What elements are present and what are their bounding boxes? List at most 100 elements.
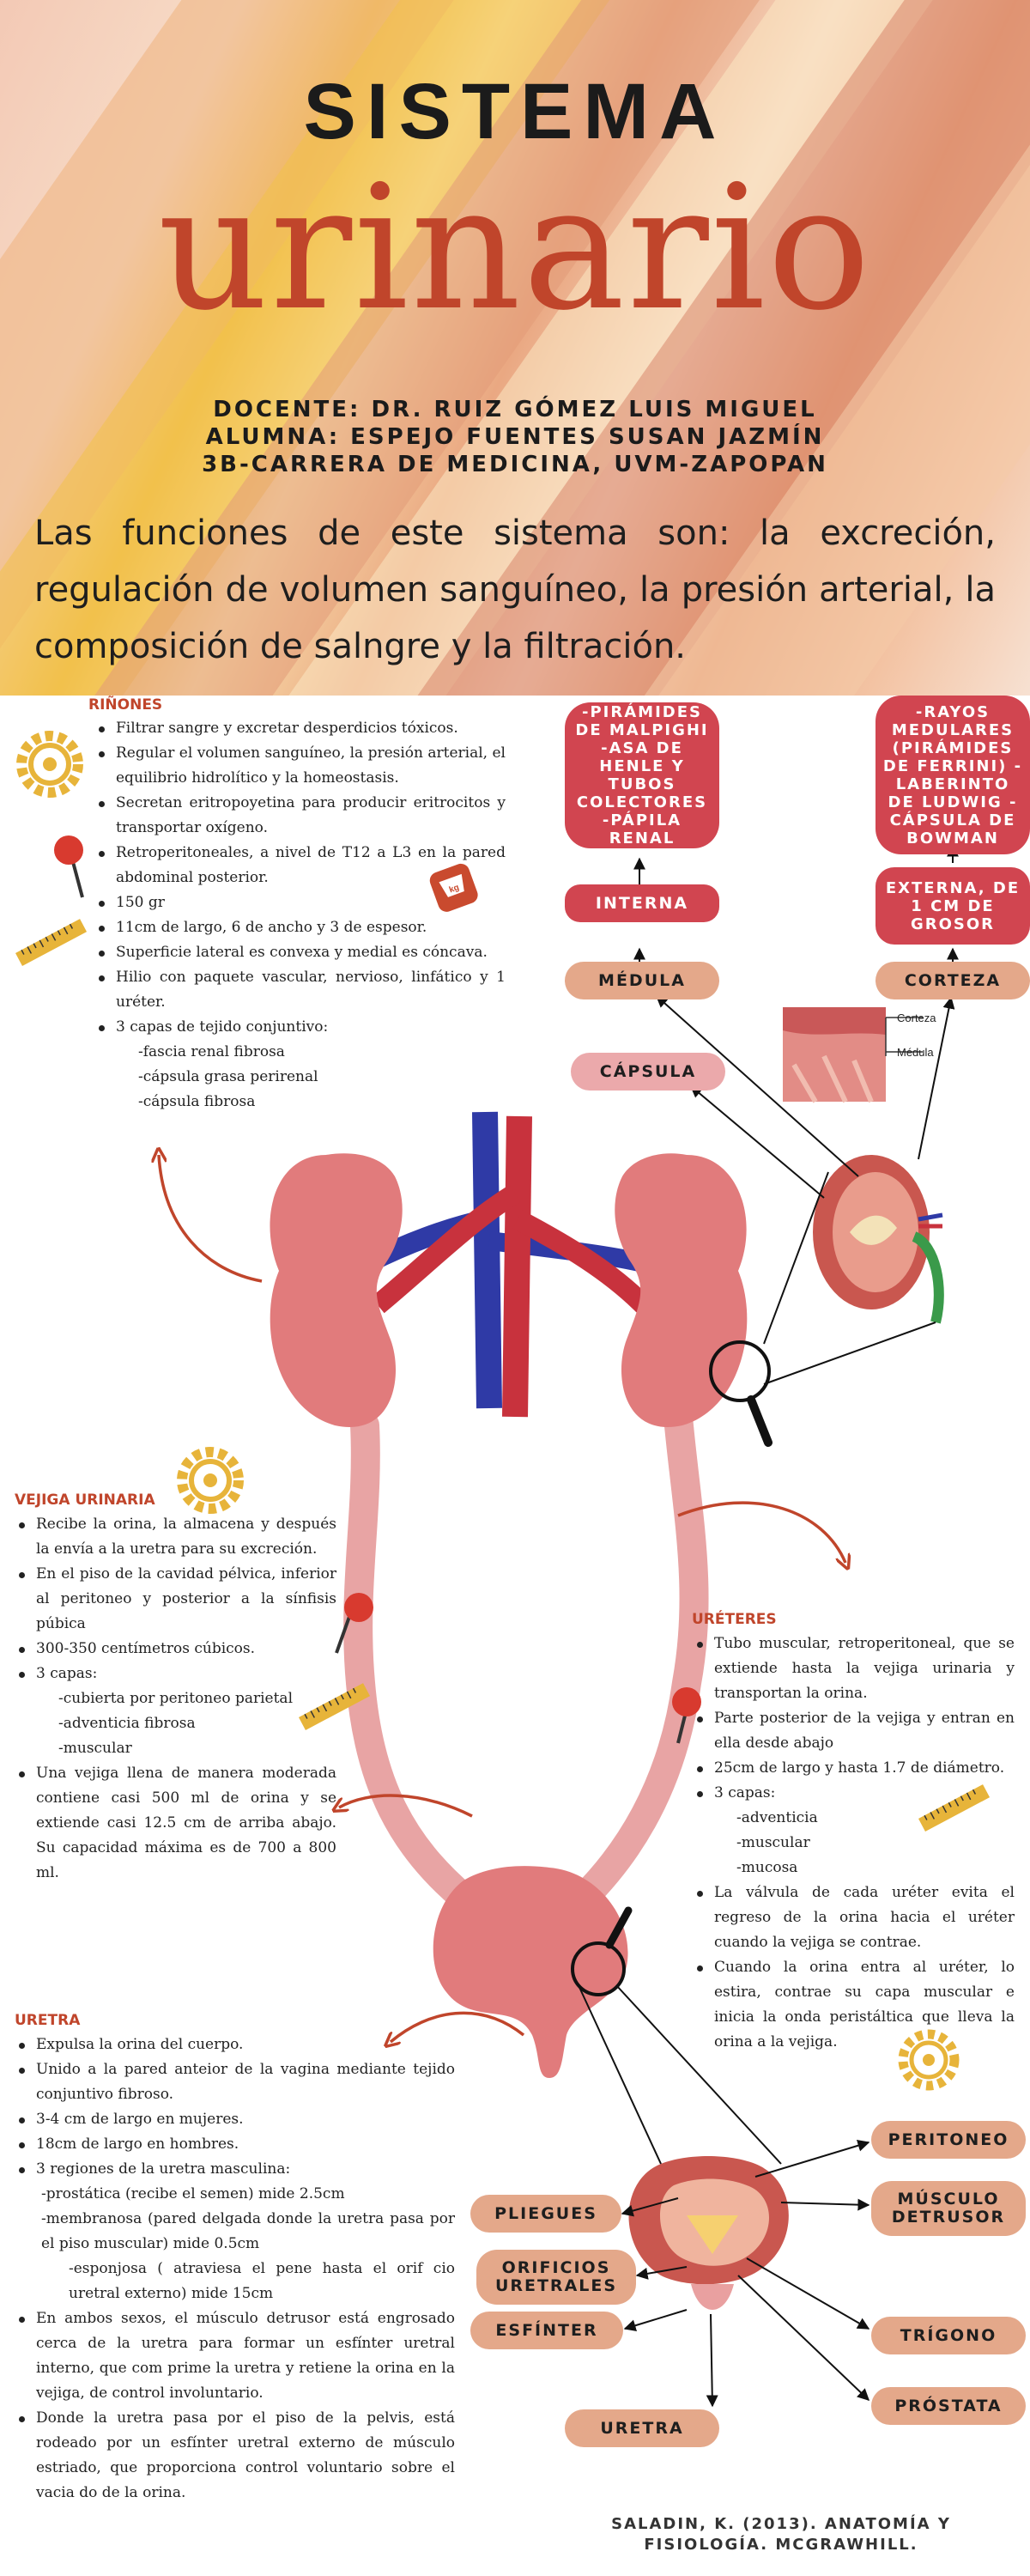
header-background: SISTEMA urinario DOCENTE: DR. RUIZ GÓMEZ… (0, 0, 1030, 696)
uretra-item: En ambos sexos, el músculo detrusor está… (17, 2306, 455, 2406)
docente-credit: DOCENTE: DR. RUIZ GÓMEZ LUIS MIGUEL (213, 397, 817, 422)
pushpin-icon (335, 1593, 373, 1654)
uretra-item: 18cm de largo en hombres. (17, 2132, 455, 2157)
carrera-credit: 3B-CARRERA DE MEDICINA, UVM-ZAPOPAN (202, 452, 828, 477)
vejiga-list: Recibe la orina, la almacena y después l… (17, 1512, 336, 1886)
label-esfinter: ESFÍNTER (470, 2312, 623, 2349)
ureteres-item: Parte posterior de la vejiga y entran en… (695, 1706, 1015, 1756)
rinones-item: 11cm de largo, 6 de ancho y 3 de espesor… (97, 915, 506, 940)
urinary-bladder (433, 1866, 628, 2078)
ruler-icon (15, 919, 88, 967)
label-musculo-detrusor: MÚSCULO DETRUSOR (871, 2181, 1026, 2236)
inset-label-corteza: Corteza (897, 1012, 936, 1024)
bladder-label-arrows (621, 2139, 870, 2408)
rinones-item: Retroperitoneales, a nivel de T12 a L3 e… (97, 841, 506, 890)
rinones-item: Superficie lateral es convexa y medial e… (97, 940, 506, 965)
ruler-icon (918, 1784, 991, 1832)
vejiga-item: 3 capas: (17, 1662, 336, 1686)
kidney-section-image (813, 1155, 944, 1324)
curved-arrow-rinones (159, 1155, 263, 1283)
uretra-item: -prostática (recibe el semen) mide 2.5cm (41, 2185, 345, 2202)
ureteres-item: Cuando la orina entra al uréter, lo esti… (695, 1955, 1015, 2055)
label-piramides: -PIRÁMIDES DE MALPIGHI -ASA DE HENLE Y T… (565, 702, 719, 848)
vejiga-item: Una vejiga llena de manera moderada cont… (17, 1761, 336, 1886)
curved-arrow-uretra (391, 2011, 525, 2042)
label-peritoneo: PERITONEO (871, 2121, 1026, 2159)
citation: SALADIN, K. (2013). ANATOMÍA Y FISIOLOGÍ… (611, 2515, 951, 2554)
label-interna: INTERNA (565, 884, 719, 922)
uretra-item: Expulsa la orina del cuerpo. (17, 2032, 455, 2057)
rinones-item: Hilio con paquete vascular, nervioso, li… (97, 965, 506, 1015)
label-uretra: URETRA (565, 2409, 719, 2447)
rinones-item: Secretan eritropoyetina para producir er… (97, 791, 506, 841)
uretra-title: URETRA (15, 2012, 81, 2029)
rinones-item: 150 gr (97, 890, 506, 915)
ruler-icon (299, 1683, 371, 1731)
ureteres-item: 25cm de largo y hasta 1.7 de diámetro. (695, 1756, 1015, 1781)
inset-label-medula: Médula (897, 1046, 934, 1059)
uretra-item: -membranosa (pared delgada donde la uret… (41, 2210, 455, 2252)
uretra-item: Donde la uretra pasa por el piso de la p… (17, 2406, 455, 2506)
rinones-item: -cápsula grasa perirenal (138, 1068, 318, 1085)
vejiga-item: Recibe la orina, la almacena y después l… (17, 1512, 336, 1562)
weight-scale-icon: kg (429, 863, 478, 912)
rinones-item: Filtrar sangre y excretar desperdicios t… (97, 716, 506, 741)
label-trigono: TRÍGONO (871, 2317, 1026, 2354)
uretra-list: Expulsa la orina del cuerpo.Unido a la p… (17, 2032, 455, 2506)
vejiga-item: -muscular (58, 1740, 132, 1757)
rinones-title: RIÑONES (88, 696, 163, 714)
uretra-item: Unido a la pared anteior de la vagina me… (17, 2057, 455, 2107)
label-capsula: CÁPSULA (571, 1053, 725, 1091)
kidney-label-arrows (633, 844, 959, 1199)
gear-icon (16, 731, 83, 798)
magnifier-icon-kidney (709, 1171, 936, 1447)
ureteres-item: 3 capas: (695, 1781, 1015, 1806)
ureter-left (343, 1411, 478, 1912)
label-corteza: CORTEZA (876, 962, 1030, 999)
ureteres-item: -muscular (736, 1834, 810, 1851)
gear-icon (898, 2029, 960, 2091)
pushpin-icon (672, 1687, 701, 1744)
gear-icon (177, 1447, 244, 1514)
ureteres-title: URÉTERES (692, 1611, 777, 1628)
vejiga-title: VEJIGA URINARIA (15, 1492, 155, 1509)
label-orificios-uretrales: ORIFICIOS URETRALES (476, 2250, 636, 2305)
rinones-item: Regular el volumen sanguíneo, la presión… (97, 741, 506, 791)
label-medula: MÉDULA (565, 962, 719, 999)
curved-arrow-vejiga (339, 1794, 473, 1818)
uretra-item: 3 regiones de la uretra masculina: (17, 2157, 455, 2182)
title-sistema: SISTEMA (303, 68, 727, 155)
title-urinario: urinario (157, 149, 873, 349)
alumna-credit: ALUMNA: ESPEJO FUENTES SUSAN JAZMÍN (205, 424, 825, 450)
rinones-item: -fascia renal fibrosa (138, 1043, 285, 1060)
label-rayos-medulares: -RAYOS MEDULARES (PIRÁMIDES DE FERRINI) … (876, 696, 1030, 854)
vejiga-item: En el piso de la cavidad pélvica, inferi… (17, 1562, 336, 1637)
ureteres-item: La válvula de cada uréter evita el regre… (695, 1880, 1015, 1955)
kidney-left (270, 1153, 403, 1427)
uretra-item: 3-4 cm de largo en mujeres. (17, 2107, 455, 2132)
magnifier-icon-bladder (571, 1906, 782, 2165)
weight-scale-label: kg (448, 883, 461, 895)
curved-arrow-ureteres (677, 1501, 845, 1563)
rinones-list: Filtrar sangre y excretar desperdicios t… (97, 716, 506, 1115)
ureter-right (569, 1402, 709, 1912)
vejiga-item: 300-350 centímetros cúbicos. (17, 1637, 336, 1662)
ureteres-list: Tubo muscular, retroperitoneal, que se e… (695, 1631, 1015, 2055)
label-prostata: PRÓSTATA (871, 2387, 1026, 2425)
aorta (371, 1115, 651, 1418)
label-pliegues: PLIEGUES (470, 2195, 621, 2233)
ureteres-item: -mucosa (736, 1859, 798, 1876)
cortex-medulla-inset (783, 1007, 923, 1103)
ureteres-item: -adventicia (736, 1809, 818, 1826)
vejiga-item: -cubierta por peritoneo parietal (58, 1690, 294, 1707)
vejiga-item: -adventicia fibrosa (58, 1715, 196, 1732)
rinones-item: 3 capas de tejido conjuntivo: (97, 1015, 506, 1040)
pushpin-icon (54, 835, 84, 898)
bladder-section-image (628, 2156, 789, 2310)
ureteres-item: Tubo muscular, retroperitoneal, que se e… (695, 1631, 1015, 1706)
label-externa: EXTERNA, DE 1 CM DE GROSOR (876, 867, 1030, 945)
rinones-item: -cápsula fibrosa (138, 1093, 256, 1110)
uretra-item: -esponjosa ( atraviesa el pene hasta el … (69, 2260, 455, 2302)
intro-paragraph: Las funciones de este sistema son: la ex… (34, 513, 996, 666)
